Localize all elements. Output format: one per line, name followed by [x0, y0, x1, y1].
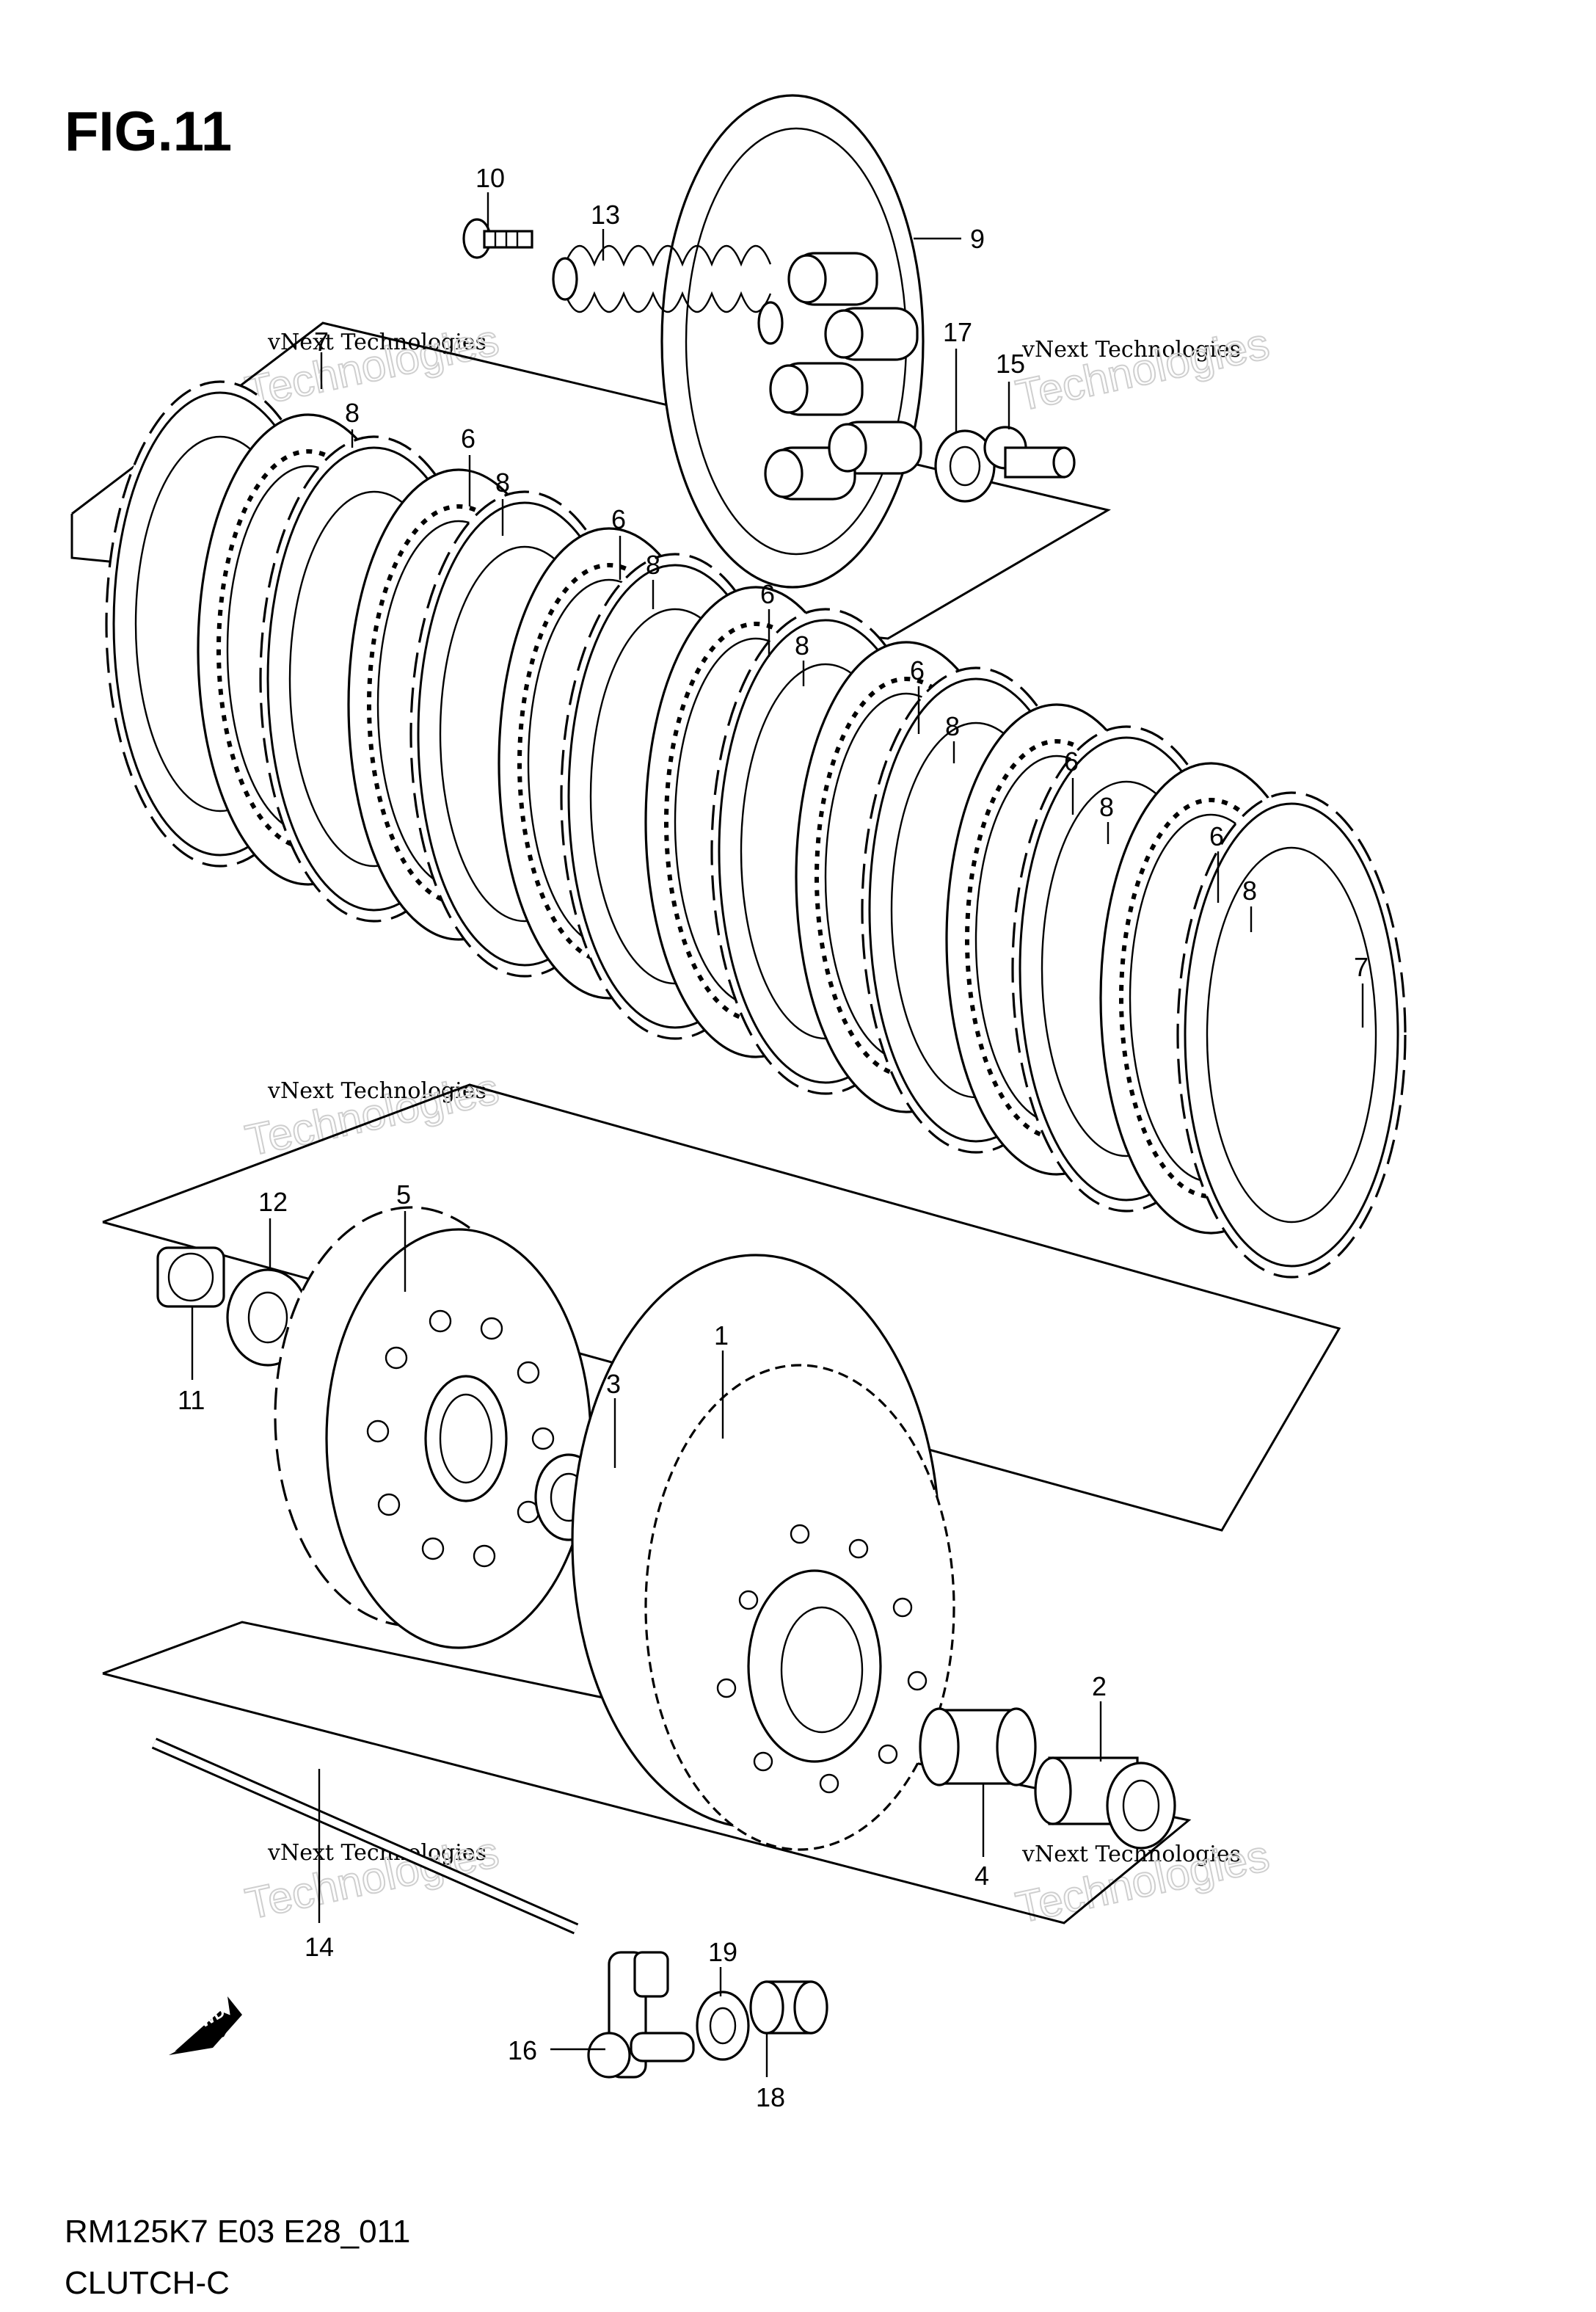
callout-6-c: 6 — [760, 579, 775, 609]
callout-2: 2 — [1092, 1671, 1107, 1701]
callout-6-b: 6 — [611, 504, 626, 534]
callout-6-f: 6 — [1209, 821, 1224, 851]
callout-13: 13 — [591, 200, 620, 230]
fwd-arrow: FWD — [169, 1996, 242, 2055]
callout-labels: 10 13 9 17 15 7 8 6 8 6 8 6 8 6 8 6 8 6 … — [178, 163, 1369, 2112]
watermark-mid-left: vNext Technologies Technologies — [241, 1063, 504, 1166]
callout-17: 17 — [943, 317, 972, 347]
leader-lines — [191, 192, 1364, 2077]
callout-9: 9 — [970, 224, 985, 254]
svg-text:vNext Technologies: vNext Technologies — [1021, 337, 1241, 363]
callout-4: 4 — [974, 1861, 989, 1891]
callout-1: 1 — [714, 1320, 729, 1351]
push-piece — [983, 426, 1076, 479]
callout-10: 10 — [475, 163, 505, 193]
callout-16: 16 — [508, 2035, 537, 2065]
callout-14: 14 — [305, 1932, 334, 1962]
clutch-sleeve-hub — [274, 1206, 592, 1649]
model-code: RM125K7 E03 E28_011 — [65, 2214, 410, 2250]
needle-bearing — [919, 1707, 1037, 1786]
callout-19: 19 — [708, 1937, 737, 1967]
callout-18: 18 — [756, 2082, 785, 2112]
drive-plate-7b — [1176, 791, 1407, 1279]
watermark-top-right: vNext Technologies Technologies — [1011, 318, 1275, 421]
callout-8-c: 8 — [646, 550, 660, 580]
release-lever — [587, 1951, 695, 2079]
callout-7-bottom: 7 — [1354, 952, 1369, 982]
callout-3: 3 — [606, 1369, 621, 1399]
callout-12: 12 — [258, 1187, 288, 1217]
spring — [552, 244, 784, 345]
callout-8-a: 8 — [345, 398, 360, 428]
callout-8-d: 8 — [795, 630, 809, 661]
callout-8-g: 8 — [1242, 876, 1257, 906]
push-rod — [151, 1737, 579, 1935]
watermark-top-left: vNext Technologies Technologies — [241, 314, 504, 417]
nut — [156, 1246, 225, 1308]
figure-title: FIG.11 — [65, 101, 232, 163]
plane-shaft — [102, 1621, 1192, 1924]
svg-text:vNext Technologies: vNext Technologies — [267, 330, 487, 355]
callout-6-a: 6 — [461, 423, 475, 454]
callout-8-f: 8 — [1099, 792, 1114, 822]
pressure-plate — [660, 94, 925, 589]
callout-7-top: 7 — [314, 327, 329, 357]
callout-11: 11 — [178, 1385, 205, 1415]
primary-driven-gear-assembly — [571, 1254, 955, 1851]
section-name: CLUTCH-C — [65, 2265, 230, 2301]
callout-15: 15 — [996, 349, 1025, 379]
release-bearing — [749, 1980, 828, 2035]
bolt — [462, 218, 533, 259]
oil-seal — [696, 1991, 750, 2061]
plane-pressure-plate — [70, 321, 1111, 640]
callout-8-b: 8 — [495, 468, 510, 498]
callout-6-e: 6 — [1064, 746, 1079, 777]
callout-5: 5 — [396, 1179, 411, 1210]
callout-6-d: 6 — [910, 655, 925, 686]
spacer — [1034, 1756, 1176, 1850]
callout-8-e: 8 — [945, 711, 960, 741]
svg-text:Technologies: Technologies — [1012, 319, 1274, 420]
